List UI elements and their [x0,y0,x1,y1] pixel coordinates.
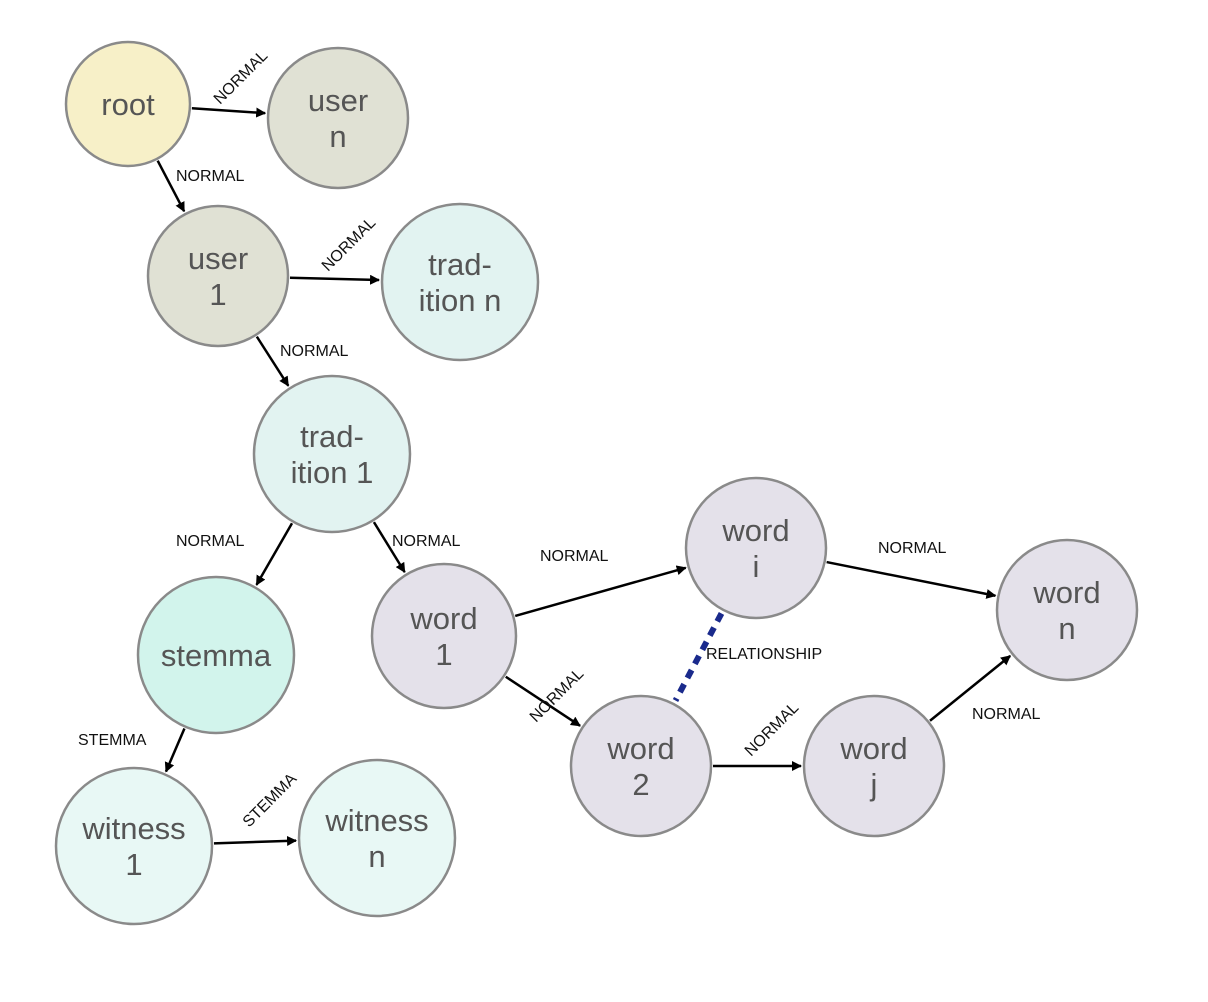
edge-label: NORMAL [176,533,245,550]
node-circle [684,476,828,620]
edge-label: STEMMA [240,770,301,831]
edge-label: NORMAL [392,533,461,550]
node-label: trad- [428,247,492,282]
edge-arrow [514,565,687,618]
edge-arrow [826,560,997,599]
edge-word-j-to-word-n: NORMAL [929,654,1041,723]
node-label: stemma [161,638,272,673]
edge-word-1-to-word-2: NORMAL [505,665,587,727]
edge-root-to-user-1: NORMAL [156,160,245,213]
edge-arrow [372,521,406,573]
edge-root-to-user-n: NORMAL [191,47,271,118]
edge-arrow [191,107,267,118]
edge-arrow [255,522,294,586]
node-label: word [1032,575,1100,610]
node-label: n [1058,611,1075,646]
node-label: user [188,241,248,276]
edge-arrow [164,728,186,773]
edge-label: NORMAL [211,47,271,107]
node-label: word [606,731,674,766]
node-label: trad- [300,419,364,454]
node-tradition-1: trad-ition 1 [252,374,412,534]
node-label: n [368,839,385,874]
relationship-edge-word-i-to-word-2: RELATIONSHIP [672,612,822,702]
node-circle [64,40,192,168]
edge-arrow [213,835,298,846]
edge-label: NORMAL [540,548,609,565]
edge-arrow [289,274,381,285]
edge-label: RELATIONSHIP [706,646,822,663]
node-tradition-n: trad-ition n [380,202,540,362]
edge-label: NORMAL [878,540,947,557]
node-label: root [101,87,155,122]
node-label: 1 [209,277,226,312]
node-label: word [721,513,789,548]
relationship-line [672,612,725,702]
edge-label: NORMAL [319,214,379,274]
edge-user-1-to-tradition-1: NORMAL [255,335,349,387]
node-root: root [64,40,192,168]
edge-witness-1-to-witness-n: STEMMA [213,770,301,846]
edge-stemma-to-witness-1: STEMMA [78,728,186,773]
node-label: user [308,83,368,118]
node-circle [136,575,296,735]
node-circle [802,694,946,838]
node-circle [54,766,214,926]
edge-arrow [505,675,581,727]
edge-label: NORMAL [972,706,1041,723]
node-circle [569,694,713,838]
node-circle [252,374,412,534]
edge-arrow [255,335,290,387]
node-circle [995,538,1139,682]
edge-label: NORMAL [280,343,349,360]
node-label: i [753,549,760,584]
node-label: ition n [419,283,502,318]
node-label: 2 [632,767,649,802]
edge-user-1-to-tradition-n: NORMAL [289,214,381,285]
node-stemma: stemma [136,575,296,735]
node-label: 1 [125,847,142,882]
node-circle [266,46,410,190]
node-label: n [329,119,346,154]
node-label: ition 1 [291,455,374,490]
edge-word-2-to-word-j: NORMAL [713,699,802,771]
node-label: word [839,731,907,766]
node-circle [380,202,540,362]
edge-label: NORMAL [742,699,802,759]
node-circle [297,758,457,918]
edge-word-1-to-word-i: NORMAL [514,548,687,618]
edge-arrow [156,160,186,213]
edge-tradition-1-to-word-1: NORMAL [372,521,461,573]
node-label: witness [324,803,428,838]
node-circle [370,562,518,710]
edge-tradition-1-to-stemma: NORMAL [176,522,294,586]
edge-label: STEMMA [78,732,147,749]
node-label: word [409,601,477,636]
edge-word-i-to-word-n: NORMAL [826,540,997,599]
edge-arrow [929,654,1012,722]
node-circle [146,204,290,348]
node-label: witness [81,811,185,846]
edge-label: NORMAL [176,168,245,185]
node-label: 1 [435,637,452,672]
node-label: j [870,767,878,802]
